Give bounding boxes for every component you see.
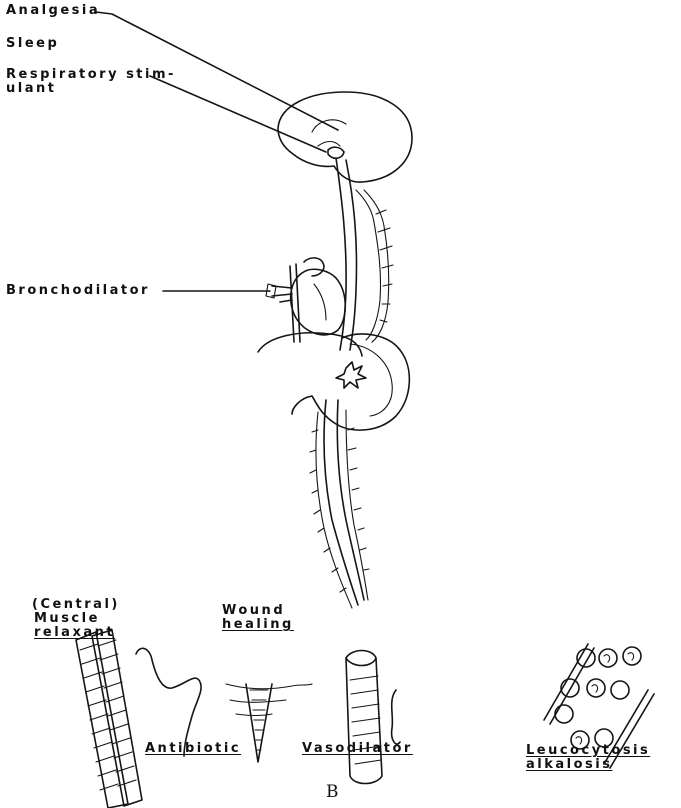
wound-label: Wound bbox=[222, 604, 285, 618]
heart-and-bronchus bbox=[266, 258, 345, 342]
central-label: (Central) bbox=[32, 598, 120, 612]
vasodilator-label: Vasodilator bbox=[302, 742, 413, 756]
relaxant-label: relaxant bbox=[34, 626, 115, 640]
antibiotic-label: Antibiotic bbox=[145, 742, 241, 756]
muscle-fiber-drawing bbox=[76, 630, 142, 808]
panel-label: B bbox=[326, 782, 339, 802]
sleep-label: Sleep bbox=[6, 37, 59, 51]
alkalosis-label: alkalosis bbox=[526, 758, 612, 772]
ulcer-star-icon bbox=[336, 362, 366, 388]
respiratory-stimulant-label-line2: ulant bbox=[6, 82, 56, 96]
respiratory-leader-line bbox=[150, 76, 326, 152]
stomach bbox=[258, 333, 409, 430]
healing-label: healing bbox=[222, 618, 294, 632]
bronchodilator-label: Bronchodilator bbox=[6, 284, 150, 298]
bacterium-strand-drawing bbox=[136, 648, 201, 756]
leucocytosis-label: Leucocytosis bbox=[526, 744, 650, 758]
muscle-label: Muscle bbox=[34, 612, 100, 626]
respiratory-stimulant-label-line1: Respiratory stim- bbox=[6, 68, 176, 82]
analgesia-label: Analgesia bbox=[6, 4, 100, 18]
brain bbox=[278, 92, 412, 182]
blood-vessel-drawing bbox=[346, 651, 400, 784]
